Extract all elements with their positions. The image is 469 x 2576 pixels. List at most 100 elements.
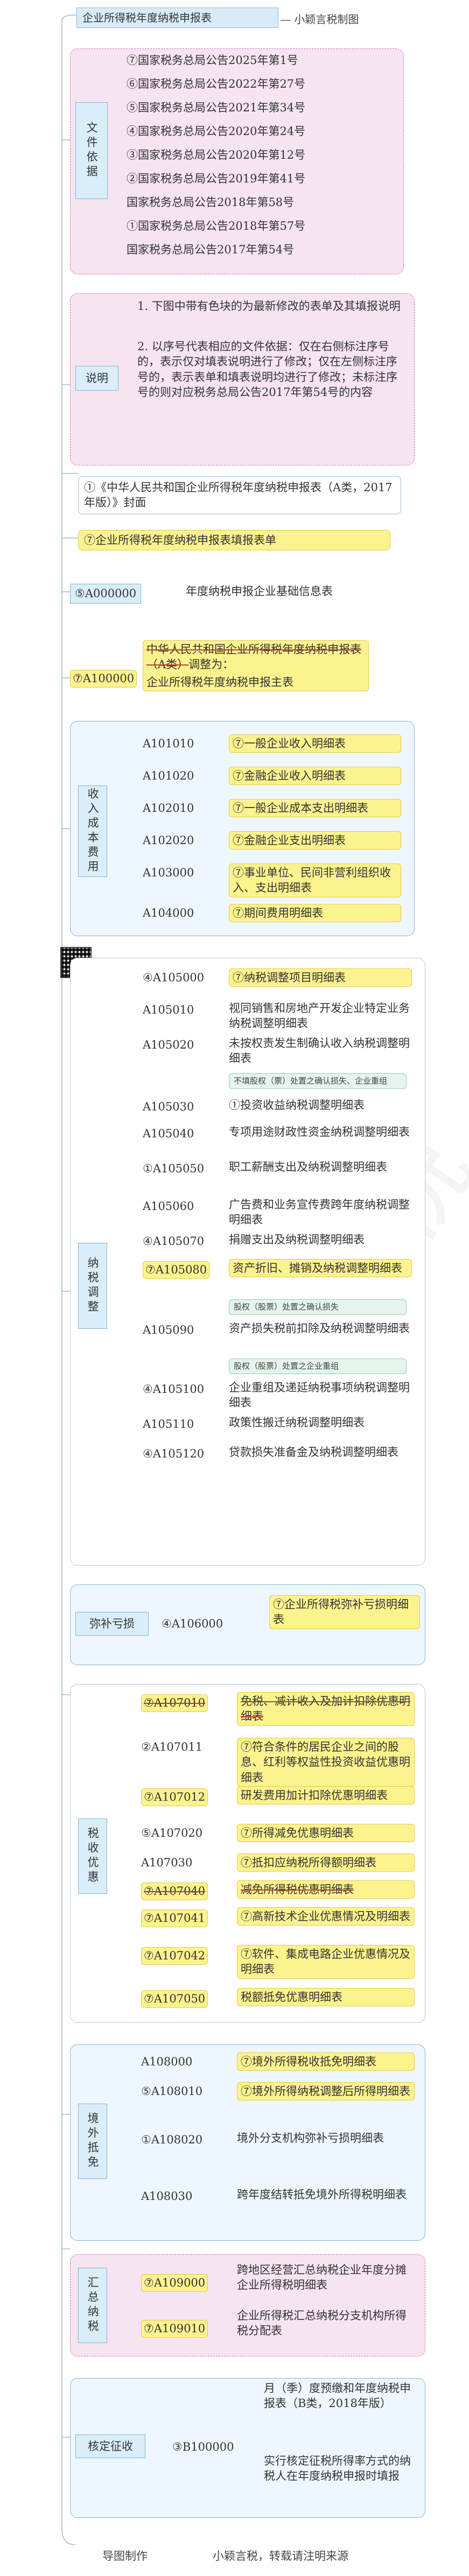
consol-desc: 企业所得税汇总纳税分支机构所得税分配表 <box>237 2309 407 2338</box>
adjust-code: A105090 <box>143 1324 194 1336</box>
main-form-old: 中华人民共和国企业所得税年度纳税申报表（A类） <box>146 643 361 671</box>
consol-group-label: 汇总纳税 <box>78 2268 107 2343</box>
adjust-code: ④A105120 <box>143 1447 205 1460</box>
cover-item: ①《中华人民共和国企业所得税年度纳税申报表（A类，2017年版）》封面 <box>78 476 401 514</box>
adjust-desc: 专项用途财政性资金纳税调整明细表 <box>229 1126 410 1138</box>
footer-right: 小颖言税，转载请注明来源 <box>213 2550 348 2563</box>
notes-group-label: 说明 <box>75 366 118 391</box>
foreign-desc: 跨年度结转抵免境外所得税明细表 <box>237 2188 407 2201</box>
consol-group <box>70 2254 425 2356</box>
footer-left: 导图制作 <box>102 2550 148 2563</box>
adjust-code: A105020 <box>143 1038 194 1051</box>
note-item: 1. 下图中带有色块的为最新修改的表单及其填报说明 <box>137 300 401 313</box>
adjust-code: A105040 <box>143 1127 194 1140</box>
pref-code: ⑦A107041 <box>141 1909 208 1928</box>
pref-desc: ⑦高新技术企业优惠情况及明细表 <box>237 1907 415 1926</box>
main-form-new: 企业所得税年度纳税申报主表 <box>146 675 293 689</box>
adjust-code: ④A105100 <box>143 1383 205 1396</box>
income-desc: ⑦金融企业支出明细表 <box>229 831 401 850</box>
adjust-group-label: 纳税调整 <box>78 1243 107 1329</box>
doc-item: 国家税务总局公告2018年第58号 <box>127 196 295 209</box>
income-desc: ⑦金融企业收入明细表 <box>229 767 401 785</box>
pref-code: ⑦A107012 <box>141 1788 208 1807</box>
adjust-note: 股权（股票）处置之确认损失 <box>229 1299 407 1315</box>
foreign-code: ①A108020 <box>141 2133 203 2146</box>
adjust-code: A105110 <box>143 1418 194 1431</box>
doc-group <box>70 48 404 274</box>
pref-code: ⑤A107020 <box>141 1827 203 1839</box>
doc-item: ④国家税务总局公告2020年第24号 <box>127 125 306 138</box>
adjust-code: A105010 <box>143 1003 194 1016</box>
pref-code: ⑦A107050 <box>141 1990 208 2008</box>
adjust-desc: ⑦纳税调整项目明细表 <box>229 968 412 987</box>
loss-desc: ⑦企业所得税弥补亏损明细表 <box>269 1595 420 1629</box>
foreign-desc: ⑦境外所得纳税调整后所得明细表 <box>237 2082 415 2101</box>
adjust-note: 不填股权（票）处置之确认损失、企业重组 <box>229 1073 407 1089</box>
adjust-code: A105060 <box>143 1200 194 1213</box>
assess-desc-2: 实行核定征税所得率方式的纳税人在年度纳税申报时填报 <box>264 2454 411 2483</box>
doc-item: ②国家税务总局公告2019年第41号 <box>127 172 306 185</box>
pref-group-label: 税收优惠 <box>78 1818 107 1894</box>
main-form-adjust: 调整为： <box>188 658 234 671</box>
foreign-code: ⑤A108010 <box>141 2085 203 2098</box>
income-code: A103000 <box>143 866 194 879</box>
adjust-code: ④A105070 <box>143 1235 205 1248</box>
doc-item: ⑤国家税务总局公告2021年第34号 <box>127 101 306 114</box>
adjust-desc: 资产折旧、摊销及纳税调整明细表 <box>229 1259 412 1278</box>
page-title: 企业所得税年度纳税申报表 <box>76 8 278 28</box>
income-desc: ⑦期间费用明细表 <box>229 904 401 923</box>
adjust-note: 股权（股票）处置之企业重组 <box>229 1358 407 1374</box>
pref-code: ⑦A107042 <box>141 1947 208 1965</box>
doc-group-label: 文件依据 <box>75 102 108 199</box>
adjust-desc: 贷款损失准备金及纳税调整明细表 <box>229 1446 398 1459</box>
income-code: A101020 <box>143 769 194 782</box>
pref-desc: 税额抵免优惠明细表 <box>237 1988 415 2007</box>
doc-item: ①国家税务总局公告2018年第57号 <box>127 220 306 232</box>
assess-code: ③B100000 <box>172 2440 234 2453</box>
adjust-desc: 资产损失税前扣除及纳税调整明细表 <box>229 1322 410 1335</box>
income-desc: ⑦一般企业成本支出明细表 <box>229 799 401 818</box>
consol-desc: 跨地区经营汇总纳税企业年度分摊企业所得税明细表 <box>237 2263 407 2292</box>
pref-desc: ⑦符合条件的居民企业之间的股息、红利等权益性投资收益优惠明细表 <box>237 1738 415 1787</box>
notes-group <box>70 293 415 465</box>
assess-group-label: 核定征收 <box>75 2435 145 2458</box>
adjust-desc: 捐赠支出及纳税调整明细表 <box>229 1233 365 1246</box>
consol-code: ⑦A109010 <box>141 2320 208 2338</box>
list-form-item: ⑦企业所得税年度纳税申报表填报表单 <box>78 530 390 551</box>
foreign-desc: ⑦境外所得税收抵免明细表 <box>237 2053 415 2071</box>
doc-item: 国家税务总局公告2017年第54号 <box>127 243 295 256</box>
pref-desc: ⑦抵扣应纳税所得额明细表 <box>237 1853 415 1872</box>
adjust-code: ④A105000 <box>143 971 205 984</box>
pref-desc: 研发费用加计扣除优惠明细表 <box>237 1786 415 1805</box>
basic-info-desc: 年度纳税申报企业基础信息表 <box>186 585 333 598</box>
income-code: A104000 <box>143 907 194 919</box>
income-code: A102020 <box>143 834 194 847</box>
adjust-desc: 视同销售和房地产开发企业特定业务纳税调整明细表 <box>229 1002 410 1030</box>
adjust-desc: 未按权责发生制确认收入纳税调整明细表 <box>229 1037 410 1065</box>
doc-item: ⑥国家税务总局公告2022年第27号 <box>127 77 306 90</box>
pref-desc: 免税、减计收入及加计扣除优惠明细表 <box>237 1692 415 1726</box>
main-form-desc: 中华人民共和国企业所得税年度纳税申报表（A类）调整为： 企业所得税年度纳税申报主… <box>143 640 369 692</box>
foreign-desc: 境外分支机构弥补亏损明细表 <box>237 2132 384 2145</box>
loss-group-label: 弥补亏损 <box>75 1612 149 1636</box>
foreign-code: A108030 <box>141 2190 193 2203</box>
foreign-group-label: 境外抵免 <box>78 2104 107 2179</box>
pref-desc: ⑦所得减免优惠明细表 <box>237 1824 415 1843</box>
adjust-desc: 政策性搬迁纳税调整明细表 <box>229 1416 365 1429</box>
adjust-desc: 企业重组及递延纳税事项纳税调整明细表 <box>229 1381 410 1410</box>
pref-code: ⑦A107010 <box>141 1694 208 1712</box>
income-code: A101010 <box>143 737 194 750</box>
adjust-code: ⑦A105080 <box>143 1261 210 1279</box>
foreign-code: A108000 <box>141 2055 193 2068</box>
income-group <box>70 721 415 936</box>
consol-code: ⑦A109000 <box>141 2274 208 2292</box>
basic-info-code: ⑤A000000 <box>70 584 142 604</box>
adjust-desc: 职工薪酬支出及纳税调整明细表 <box>229 1160 387 1173</box>
note-item: 2. 以序号代表相应的文件依据：仅在右侧标注序号的，表示仅对填表说明进行了修改；… <box>137 340 397 399</box>
assess-desc-1: 月（季）度预缴和年度纳税申报表（B类，2018年版） <box>264 2382 411 2410</box>
pref-desc: 减免所得税优惠明细表 <box>237 1880 415 1899</box>
income-desc: ⑦一般企业收入明细表 <box>229 734 401 753</box>
adjust-code: A105030 <box>143 1100 194 1113</box>
foreign-group <box>70 2044 425 2241</box>
